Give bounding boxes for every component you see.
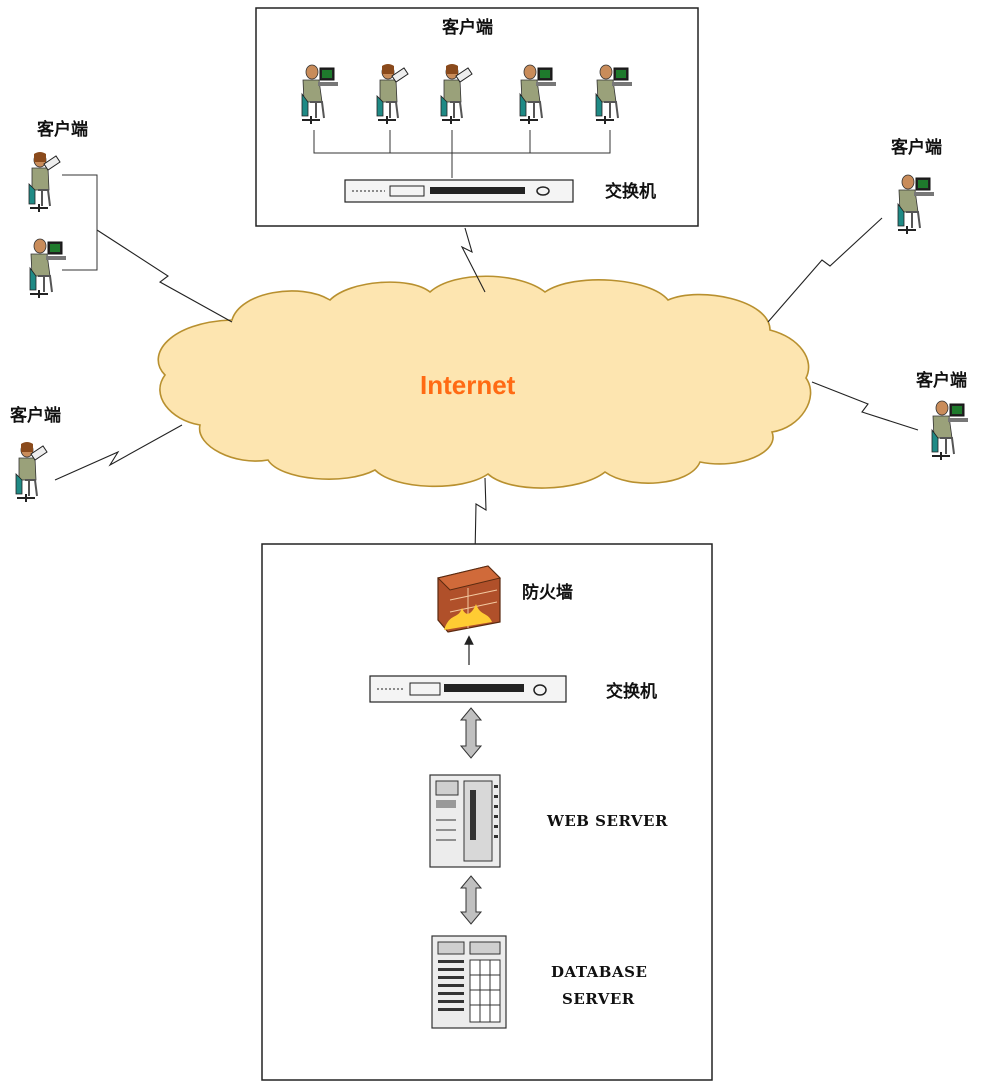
office-switch xyxy=(344,179,574,203)
link-right-top xyxy=(767,217,883,323)
firewall-label: 防火墙 xyxy=(522,583,573,603)
right-top-client-label: 客户端 xyxy=(891,138,942,158)
office-switch-label: 交换机 xyxy=(605,182,656,202)
wan-links xyxy=(54,217,919,556)
client-office-title: 客户端 xyxy=(442,18,493,38)
switch-web-arrow xyxy=(459,707,483,759)
internet-cloud xyxy=(157,275,812,489)
firewall-icon xyxy=(437,565,501,633)
server-switch-label: 交换机 xyxy=(606,682,657,702)
office-bus xyxy=(313,130,611,178)
link-left-bottom xyxy=(54,424,183,481)
right-bottom-client-label: 客户端 xyxy=(916,371,967,391)
link-right-bottom xyxy=(811,381,919,431)
web-db-arrow xyxy=(459,875,483,925)
right-top-client xyxy=(897,174,935,235)
left-client-desk xyxy=(29,238,67,299)
left-top-client-label: 客户端 xyxy=(37,120,88,140)
link-server xyxy=(474,477,487,556)
link-left-top xyxy=(96,229,233,323)
internet-label: Internet xyxy=(420,370,516,400)
db-server-label-line1: DATABASE xyxy=(551,963,648,981)
web-server-label: WEB SERVER xyxy=(547,812,668,830)
database-server-icon xyxy=(431,935,507,1029)
left-client-laptop xyxy=(28,151,61,213)
left-bottom-client xyxy=(15,441,48,503)
db-server-label-line2: SERVER xyxy=(562,990,635,1008)
link-office xyxy=(460,227,486,293)
web-server-icon xyxy=(429,774,501,868)
right-bottom-client xyxy=(931,400,969,461)
server-switch xyxy=(369,675,567,703)
left-bottom-client-label: 客户端 xyxy=(10,406,61,426)
left-clients-bracket xyxy=(62,174,98,271)
